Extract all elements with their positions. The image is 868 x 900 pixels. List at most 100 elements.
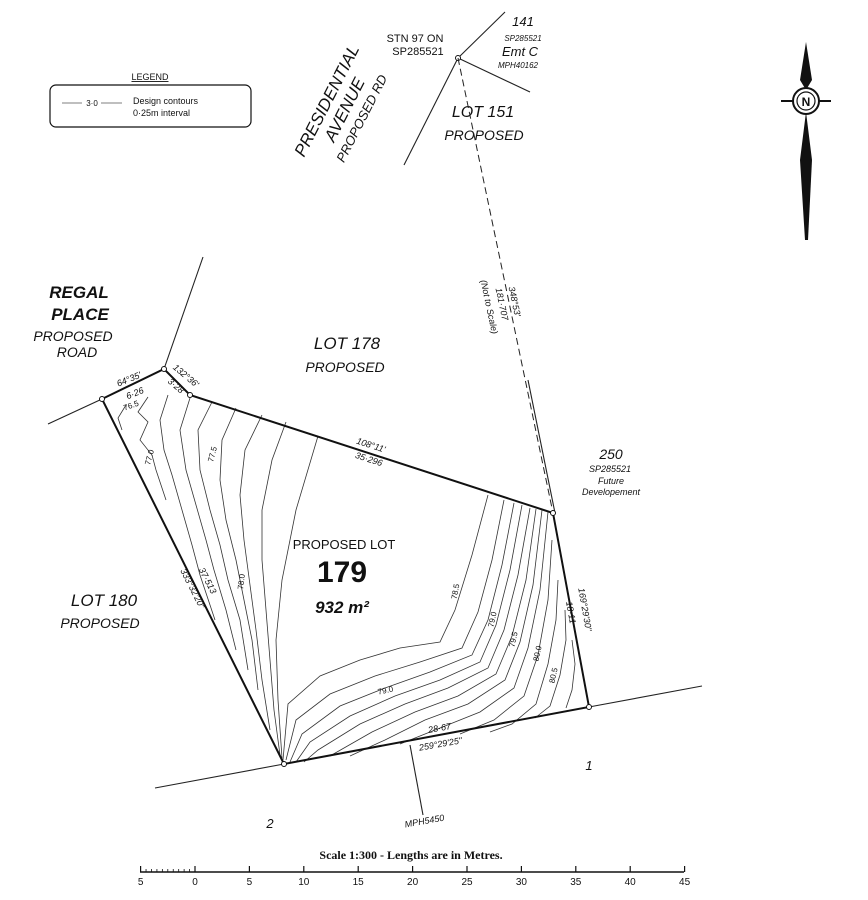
design-contours	[117, 394, 576, 763]
lot151-boundary-line	[457, 57, 531, 93]
tie-line-labels: 348°53' 181·707 (Not to Scale)	[479, 279, 523, 335]
street-name: PRESIDENTIAL AVENUE PROPOSED RD	[291, 42, 391, 165]
lot-250-line2: Developement	[582, 487, 641, 497]
tie-note: (Not to Scale)	[479, 279, 500, 335]
mph5450-label: MPH5450	[404, 813, 445, 830]
north-arrow-bottom	[800, 112, 812, 240]
contour-77-0-b	[159, 394, 216, 621]
corner-nw	[99, 396, 105, 402]
north-letter: N	[802, 95, 811, 109]
parcel-141-line	[457, 11, 506, 59]
scale-tick-label: 25	[461, 877, 473, 888]
contour-77-5-b	[197, 401, 249, 671]
contour-label-80-5: 80.5	[548, 666, 560, 684]
lot-2-label: 2	[265, 816, 274, 831]
contour-label-79-0-south: 79.0	[377, 684, 395, 696]
parcel-141-easement: Emt C	[502, 44, 539, 59]
scale-bar: 5 0 5 10 15 20 25 30 35 40 45	[138, 866, 691, 888]
legend: LEGEND 3·0 Design contours 0·25m interva…	[49, 72, 252, 128]
scale-tick-label: 45	[679, 877, 691, 888]
legend-title: LEGEND	[131, 72, 169, 82]
contour-80-0-a	[459, 539, 553, 735]
contour-79-0-a	[289, 502, 515, 763]
lot-178-name: LOT 178	[314, 334, 381, 353]
scale-title: Scale 1:300 - Lengths are in Metres.	[319, 848, 502, 862]
contour-79-0-b	[295, 504, 523, 763]
corner-n	[161, 366, 167, 372]
lot-1-label: 1	[585, 758, 592, 773]
scale-tick-label: 10	[298, 877, 310, 888]
e-bearing: 169°29'30"	[576, 587, 594, 632]
contour-77-5-a	[179, 397, 237, 651]
contour-label-76-5: 76.5	[122, 399, 140, 413]
main-lot-number: 179	[317, 556, 367, 589]
scale-tick-label: 5	[138, 877, 144, 888]
lot-250-number: 250	[598, 446, 623, 462]
parcel-141-plan: SP285521	[504, 34, 541, 43]
lot-151-name: LOT 151	[452, 104, 514, 121]
contour-79-5-a	[329, 508, 537, 757]
lot-180-status: PROPOSED	[60, 615, 139, 631]
scale-tick-label: 5	[247, 877, 253, 888]
scale-tick-label: 15	[353, 877, 365, 888]
contour-label-78-0: 78.0	[236, 573, 247, 590]
contour-79-2	[303, 507, 531, 763]
scale-tick-label: 0	[192, 877, 198, 888]
regal-place-line4: ROAD	[57, 344, 97, 360]
contour-label-77-0: 77.0	[143, 448, 156, 466]
contour-78-0-c	[261, 421, 287, 756]
north-arrow: N	[781, 42, 831, 240]
main-lot-area: 932 m²	[315, 598, 370, 617]
regal-place-line2: PLACE	[51, 305, 109, 324]
parcel-141-ref: MPH40162	[498, 61, 539, 70]
contour-label-79-5: 79.5	[508, 630, 520, 648]
contour-79-7	[399, 511, 549, 745]
lot-151-status: PROPOSED	[444, 127, 523, 143]
legend-line2: 0·25m interval	[133, 108, 190, 118]
contour-label-77-5: 77.5	[206, 445, 219, 463]
north-arrow-top	[800, 42, 812, 90]
contour-78-5	[282, 494, 489, 761]
presidential-ave-line	[403, 57, 459, 166]
parcel-141-number: 141	[512, 14, 534, 29]
contour-label-80-0: 80.0	[532, 644, 544, 662]
legend-sample-label: 3·0	[86, 99, 98, 108]
lot-180-name: LOT 180	[71, 591, 138, 610]
lot-178-status: PROPOSED	[305, 359, 384, 375]
legend-line1: Design contours	[133, 96, 199, 106]
contour-80-0-b	[489, 579, 559, 733]
lot-250-plan: SP285521	[589, 464, 631, 474]
corner-sw	[281, 761, 287, 767]
north-arrow-inner	[796, 91, 816, 111]
lot178-west-line	[163, 256, 204, 370]
e-distance: 18·11	[564, 601, 578, 625]
legend-box	[49, 84, 252, 128]
lot250-north-line	[527, 379, 556, 514]
scale-bar-ticks: 5 0 5 10 15 20 25 30 35 40 45	[138, 866, 691, 888]
scale-tick-label: 20	[407, 877, 419, 888]
scale-tick-label: 30	[516, 877, 528, 888]
station-label-2: SP285521	[392, 46, 443, 58]
station-label-1: STN 97 ON	[387, 33, 444, 45]
contour-77-0-a	[137, 396, 167, 501]
corner-n2	[187, 392, 193, 398]
scale-tick-label: 35	[570, 877, 582, 888]
south-road-line-east	[588, 685, 703, 708]
contour-78-0-b	[239, 414, 271, 731]
contour-label-78-5: 78.5	[450, 583, 462, 600]
corner-se	[586, 704, 592, 710]
regal-place-line3: PROPOSED	[33, 328, 112, 344]
contour-80-5-a	[534, 609, 567, 719]
scale-tick-label: 40	[625, 877, 637, 888]
main-lot-label: PROPOSED LOT	[293, 537, 396, 552]
contour-78-7	[285, 499, 505, 761]
contour-label-79-0: 79.0	[487, 610, 499, 628]
contour-80-5-b	[565, 639, 576, 709]
lot-250-line1: Future	[598, 476, 624, 486]
contour-76-5	[117, 404, 127, 431]
contour-78-0-a	[219, 407, 259, 691]
s-distance: 28·67	[426, 721, 452, 735]
tie-line	[457, 57, 554, 514]
contour-78-2	[275, 435, 319, 759]
